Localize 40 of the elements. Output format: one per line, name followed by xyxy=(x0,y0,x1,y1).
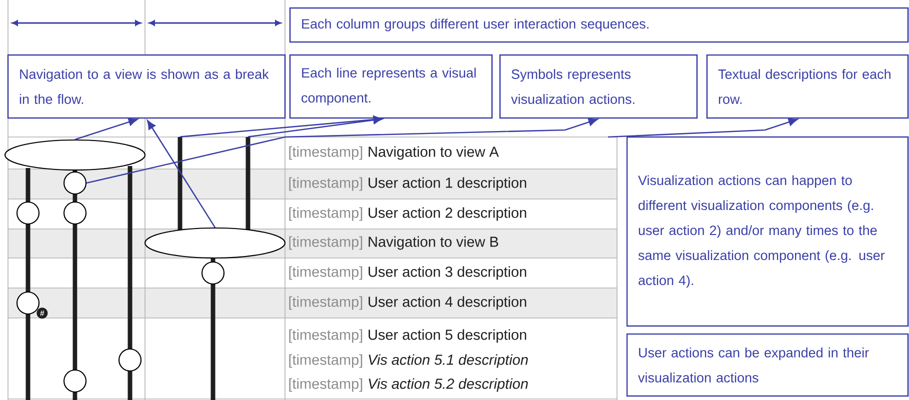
row-description: User action 1 description xyxy=(368,177,526,191)
leader-arrow xyxy=(74,118,138,140)
leader-arrow xyxy=(147,120,216,228)
row-description: Navigation to view B xyxy=(368,236,498,250)
timestamp: [timestamp] xyxy=(289,329,362,343)
timestamp: [timestamp] xyxy=(289,266,362,280)
count-badge: # xyxy=(36,308,48,319)
timestamp: [timestamp] xyxy=(289,207,362,221)
row-description: Vis action 5.2 description xyxy=(368,378,528,392)
component-bar xyxy=(178,137,182,231)
action-circle xyxy=(16,201,40,225)
note-box: Navigation to a view is shown as a break in the flow. xyxy=(7,54,286,119)
row-description: Navigation to view A xyxy=(368,146,499,160)
view-ellipse xyxy=(144,227,286,259)
note-box: Textual descriptions for each row. xyxy=(706,54,909,119)
note-box: Each line represents a visual component. xyxy=(289,54,493,119)
timestamp: [timestamp] xyxy=(289,236,362,250)
note-box: Visualization actions can happen to different visualization components (e.g. user action 2) and/or many times to the same visualization component (e.g. user action 4). xyxy=(626,136,909,327)
timestamp: [timestamp] xyxy=(289,177,362,191)
note-box: User actions can be expanded in their visualization actions xyxy=(626,333,909,397)
leader-arrow xyxy=(608,118,798,138)
action-circle xyxy=(201,261,225,285)
action-circle xyxy=(63,171,87,195)
action-circle xyxy=(63,369,87,393)
row-description: User action 4 description xyxy=(368,296,526,310)
row-description: User action 3 description xyxy=(368,266,526,280)
action-circle xyxy=(16,291,40,315)
note-box: Each column groups different user interaction sequences. xyxy=(289,7,909,43)
timestamp: [timestamp] xyxy=(289,296,362,310)
timestamp: [timestamp] xyxy=(289,146,362,160)
timestamp: [timestamp] xyxy=(289,354,362,368)
row-description: Vis action 5.1 description xyxy=(368,354,528,368)
timestamp: [timestamp] xyxy=(289,378,362,392)
row-description: User action 2 description xyxy=(368,207,526,221)
row-description: User action 5 description xyxy=(368,329,526,343)
action-circle xyxy=(63,201,87,225)
action-circle xyxy=(118,348,142,372)
leader-arrow xyxy=(248,116,383,138)
leader-arrow xyxy=(86,118,598,184)
note-box: Symbols represents visualization actions. xyxy=(499,54,698,119)
